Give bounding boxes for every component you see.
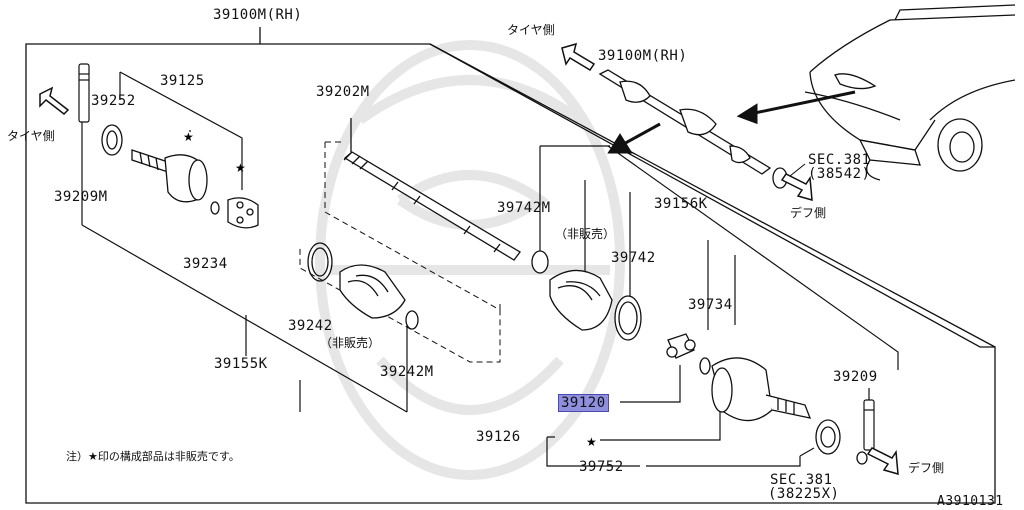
part-39752-seal-drawing (815, 419, 841, 455)
figure-id: A3910131 (937, 494, 1004, 509)
tire-side-left-label: タイヤ側 (7, 129, 55, 143)
part-39125-outer-joint-drawing (131, 149, 259, 229)
sec381-bottom-ref: (38225X) (768, 486, 840, 502)
diff-side-mid-label: デフ側 (790, 206, 827, 220)
section-leader-lines (789, 163, 815, 457)
outer-boot-drawing (339, 264, 419, 330)
diff-side-bottom-label: デフ側 (908, 461, 945, 475)
sec381-bottom-label[interactable]: SEC.381 (770, 472, 833, 488)
not-sold-dashed-box-2 (325, 141, 501, 310)
not-sold-label-2: （非販売） (320, 336, 381, 350)
part-label-39209[interactable]: 39209 (833, 369, 878, 385)
part-label-39155k[interactable]: 39155K (214, 356, 268, 372)
part-label-39156k[interactable]: 39156K (654, 196, 708, 212)
title-label: 39100M(RH) (213, 7, 303, 23)
star-marker-39126: ★ (586, 435, 597, 449)
part-label-39202m[interactable]: 39202M (316, 84, 370, 100)
pointer-arrows (607, 90, 856, 154)
star-marker-39125: ★ (183, 130, 194, 144)
inset-driveshaft-drawing (598, 69, 788, 189)
part-label-39242m[interactable]: 39242M (380, 364, 434, 380)
part-39120-spider-drawing (666, 333, 711, 375)
circlip-right-drawing (856, 451, 868, 465)
part-39202m-shaft-drawing (343, 118, 521, 261)
not-sold-dashed-box (299, 142, 501, 363)
part-label-39742m[interactable]: 39742M (497, 200, 551, 216)
inner-boot-drawing (531, 250, 642, 341)
part-39242-band-drawing (307, 242, 333, 282)
tire-side-top-label: タイヤ側 (507, 23, 555, 37)
part-label-39234[interactable]: 39234 (183, 256, 228, 272)
footnote-not-sold: 注）★印の構成部品は非販売です。 (66, 450, 240, 463)
not-sold-label-1: （非販売） (555, 227, 616, 241)
direction-arrows (39, 42, 899, 476)
part-label-39752[interactable]: 39752 (579, 459, 624, 475)
part-label-39734[interactable]: 39734 (688, 297, 733, 313)
part-label-39125[interactable]: 39125 (160, 73, 205, 89)
part-39209m-band-drawing (78, 63, 90, 225)
subassembly-lines (81, 71, 899, 467)
star-marker-joint: ★ (235, 161, 246, 175)
part-label-39126[interactable]: 39126 (476, 429, 521, 445)
sec381-top-ref: (38542) (808, 166, 871, 182)
inner-joint-housing-drawing (711, 357, 812, 422)
part-39252-drawing (101, 124, 123, 156)
sec381-top-label[interactable]: SEC.381 (808, 152, 871, 168)
part-label-39742[interactable]: 39742 (611, 250, 656, 266)
part-label-39252[interactable]: 39252 (91, 93, 136, 109)
part-label-39100m-inset[interactable]: 39100M(RH) (598, 48, 688, 64)
part-label-39120[interactable]: 39120 (558, 394, 609, 412)
part-39209-band-drawing (863, 388, 875, 451)
part-label-39242[interactable]: 39242 (288, 318, 333, 334)
car-body-drawing (804, 4, 1016, 181)
part-label-39209m[interactable]: 39209M (54, 189, 108, 205)
